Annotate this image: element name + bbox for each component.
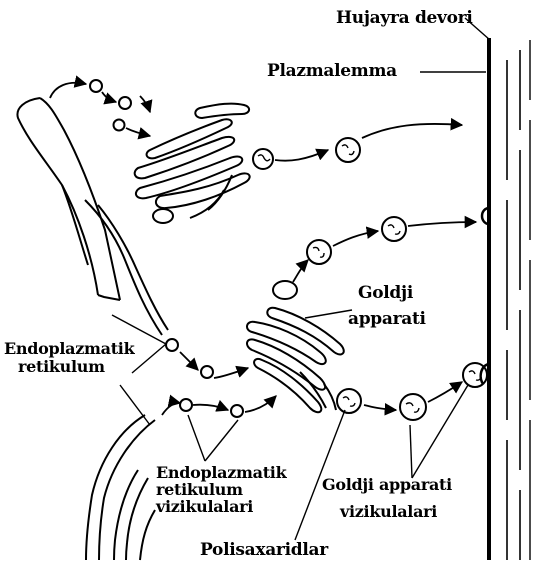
label-plasmalemma: Plazmalemma	[267, 63, 397, 80]
golgi-vesicles	[253, 138, 487, 420]
label-cell-wall: Hujayra devori	[336, 10, 473, 27]
transport-arrows	[50, 83, 476, 415]
cell-wall	[481, 38, 530, 560]
label-golgi-line2: apparati	[348, 311, 426, 328]
label-er-line2: retikulum	[18, 358, 105, 375]
label-golgi-vesicles-line2: vizikulalari	[340, 503, 437, 520]
golgi-apparatus-upper	[135, 104, 250, 223]
label-polysaccharides: Polisaxaridlar	[200, 542, 328, 559]
label-golgi-line1: Goldji	[358, 285, 413, 302]
label-er-vesicles-line3: vizikulalari	[156, 498, 253, 515]
endoplasmic-reticulum-lower	[86, 415, 155, 560]
endoplasmic-reticulum-upper	[17, 98, 168, 335]
golgi-apparatus-lower	[247, 281, 344, 412]
label-er-vesicles-line2: retikulum	[156, 481, 243, 498]
label-golgi-vesicles-line1: Goldji apparati	[322, 476, 452, 493]
label-er-vesicles-line1: Endoplazmatik	[156, 464, 286, 481]
leader-lines	[112, 18, 490, 540]
label-er-line1: Endoplazmatik	[4, 340, 134, 357]
